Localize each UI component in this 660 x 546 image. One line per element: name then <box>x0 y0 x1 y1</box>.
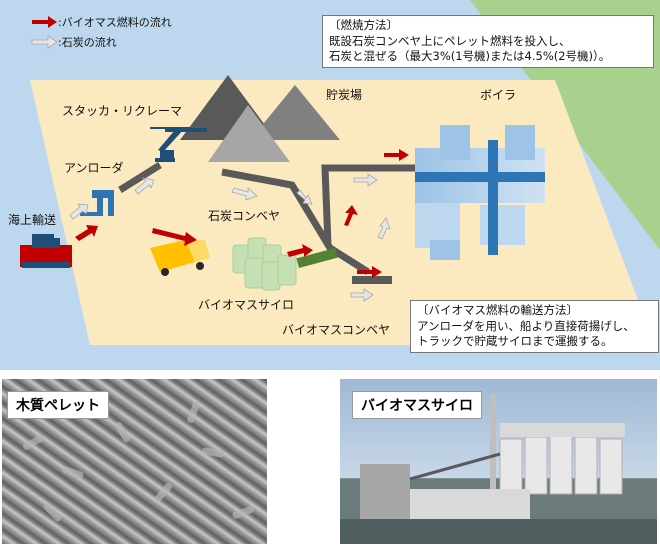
wood-pellet-photo: 木質ペレット <box>2 379 267 544</box>
unloader-machine <box>80 190 114 216</box>
sea-transport-label: 海上輸送 <box>8 213 57 227</box>
biomass-conveyor-label: バイオマスコンベヤ <box>282 323 391 337</box>
boiler-building <box>415 125 545 260</box>
legend-biomass-label: :バイオマス燃料の流れ <box>58 16 172 29</box>
stacker-reclaimer <box>150 127 207 162</box>
combustion-method-title: 〔燃焼方法〕 <box>329 18 398 32</box>
stacker-reclaimer-label: スタッカ・リクレーマ <box>62 104 183 118</box>
transport-method-line2: トラックで貯蔵サイロまで運搬する。 <box>417 334 613 349</box>
biomass-flow-arrows <box>75 149 409 278</box>
ground-area <box>30 80 655 345</box>
coal-yard-piles <box>180 75 340 162</box>
transport-method-title: 〔バイオマス燃料の輸送方法〕 <box>417 303 578 317</box>
boiler-label: ボイラ <box>480 88 517 102</box>
transport-method-box: 〔バイオマス燃料の輸送方法〕 アンローダを用い、船より直接荷揚げし、 トラックで… <box>410 300 659 353</box>
legend-biomass-arrow-icon <box>32 16 57 28</box>
combustion-method-line2: 石炭と混ぜる（最大3%(1号機)または4.5%(2号機)）。 <box>329 49 611 64</box>
pellet-texture <box>23 401 254 522</box>
coal-conveyor <box>118 162 420 275</box>
wood-pellet-label: 木質ペレット <box>7 391 109 419</box>
coal-yard-label: 貯炭場 <box>326 88 363 102</box>
coal-conveyor-label: 石炭コンベヤ <box>208 209 281 223</box>
coal-flow-arrows <box>69 173 391 302</box>
cargo-ship <box>20 234 72 268</box>
legend-coal-arrow-icon <box>31 35 58 49</box>
combustion-method-box: 〔燃焼方法〕 既設石炭コンベヤ上にペレット燃料を投入し、 石炭と混ぜる（最大3%… <box>322 15 654 68</box>
delivery-truck <box>150 240 210 276</box>
legend-biomass: :バイオマス燃料の流れ <box>58 14 172 30</box>
biomass-silos <box>232 237 297 291</box>
transport-method-line1: アンローダを用い、船より直接荷揚げし、 <box>417 318 635 333</box>
biomass-conveyor <box>296 247 338 269</box>
biomass-silo-photo: バイオマスサイロ <box>340 379 657 544</box>
legend-coal-label: :石炭の流れ <box>58 36 117 49</box>
biomass-silo-photo-label: バイオマスサイロ <box>352 391 482 419</box>
biomass-silo-label: バイオマスサイロ <box>198 298 295 312</box>
silo-photo-scene <box>340 394 657 544</box>
combustion-method-line1: 既設石炭コンベヤ上にペレット燃料を投入し、 <box>329 33 571 48</box>
unloader-label: アンローダ <box>64 161 124 175</box>
legend-coal: :石炭の流れ <box>58 34 117 50</box>
